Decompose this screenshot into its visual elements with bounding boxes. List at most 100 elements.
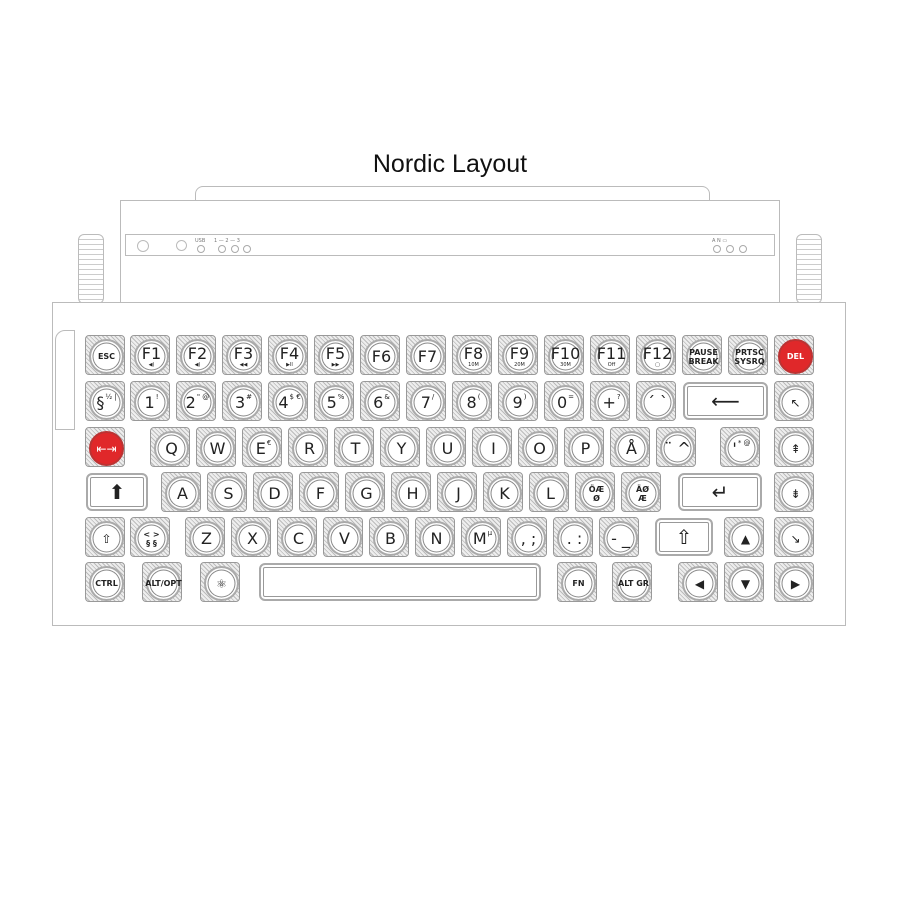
- key-h[interactable]: H: [391, 472, 431, 512]
- key-r4k10[interactable]: . :: [553, 517, 593, 557]
- key-r1k14[interactable]: ↖: [774, 381, 814, 421]
- key-5[interactable]: 5%: [314, 381, 354, 421]
- key-legend: F11: [597, 345, 627, 362]
- key-ctrl[interactable]: CTRL: [85, 562, 125, 602]
- key-f[interactable]: F: [299, 472, 339, 512]
- key-f4[interactable]: F4▶II: [268, 335, 308, 375]
- key-u[interactable]: U: [426, 427, 466, 467]
- key-r3k12[interactable]: ↵: [678, 473, 762, 511]
- key-b[interactable]: B: [369, 517, 409, 557]
- key-p[interactable]: P: [564, 427, 604, 467]
- key-4[interactable]: 4$ €: [268, 381, 308, 421]
- key-fn[interactable]: FN: [557, 562, 597, 602]
- key-r4k0[interactable]: ⇧: [85, 517, 125, 557]
- key-r5k7[interactable]: ▼: [724, 562, 764, 602]
- key-f6[interactable]: F6: [360, 335, 400, 375]
- key-r5k2[interactable]: ⚛: [200, 562, 240, 602]
- key-2[interactable]: 2" @: [176, 381, 216, 421]
- key-label: ↖: [790, 395, 801, 410]
- spacebar[interactable]: [259, 563, 541, 601]
- key-z[interactable]: Z: [185, 517, 225, 557]
- key-r4k11[interactable]: - _: [599, 517, 639, 557]
- key-i[interactable]: I: [472, 427, 512, 467]
- key-s[interactable]: S: [207, 472, 247, 512]
- key-del[interactable]: DEL: [774, 335, 814, 375]
- key-r1k12[interactable]: ´ `: [636, 381, 676, 421]
- key-c[interactable]: C: [277, 517, 317, 557]
- key-l[interactable]: L: [529, 472, 569, 512]
- key-r5k8[interactable]: ▶: [774, 562, 814, 602]
- key-6[interactable]: 6&: [360, 381, 400, 421]
- key-pause-break[interactable]: PAUSE BREAK: [682, 335, 722, 375]
- key-r1k13[interactable]: ⟵: [683, 382, 768, 420]
- scroll-led: [739, 245, 747, 253]
- key-9[interactable]: 9): [498, 381, 538, 421]
- key-r3k10[interactable]: ÖÆ Ø: [575, 472, 615, 512]
- key-8[interactable]: 8(: [452, 381, 492, 421]
- key-j[interactable]: J: [437, 472, 477, 512]
- key-r2k11[interactable]: Å: [610, 427, 650, 467]
- key-g[interactable]: G: [345, 472, 385, 512]
- key-f7[interactable]: F7: [406, 335, 446, 375]
- key-r3k13[interactable]: ⇟: [774, 472, 814, 512]
- key-f12[interactable]: F12▢: [636, 335, 676, 375]
- key-f3[interactable]: F3◀◀: [222, 335, 262, 375]
- return-lever[interactable]: [55, 330, 75, 430]
- key-v[interactable]: V: [323, 517, 363, 557]
- power-button[interactable]: [176, 240, 187, 251]
- key-e[interactable]: E€: [242, 427, 282, 467]
- key-r[interactable]: R: [288, 427, 328, 467]
- key-r2k13[interactable]: '* @: [720, 427, 760, 467]
- key-d[interactable]: D: [253, 472, 293, 512]
- key-k[interactable]: K: [483, 472, 523, 512]
- key-7[interactable]: 7/: [406, 381, 446, 421]
- left-roller-knob[interactable]: [78, 234, 104, 304]
- key-label: F5: [325, 343, 346, 363]
- key-esc[interactable]: ESC: [85, 335, 125, 375]
- key-prtsc-sysrq[interactable]: PRTSC SYSRQ: [728, 335, 768, 375]
- key-x[interactable]: X: [231, 517, 271, 557]
- key-f2[interactable]: F2◀): [176, 335, 216, 375]
- key-w[interactable]: W: [196, 427, 236, 467]
- key-legend: ´ `: [647, 394, 668, 411]
- key-r3k11[interactable]: ÄØ Æ: [621, 472, 661, 512]
- key-o[interactable]: O: [518, 427, 558, 467]
- key-r1k11[interactable]: +?: [590, 381, 630, 421]
- key-n[interactable]: N: [415, 517, 455, 557]
- key-r4k12[interactable]: ⇧: [655, 518, 713, 556]
- key-alt-gr[interactable]: ALT GR: [612, 562, 652, 602]
- key-r4k14[interactable]: ↘: [774, 517, 814, 557]
- key-r1k0[interactable]: §½ |: [85, 381, 125, 421]
- key-r5k6[interactable]: ◀: [678, 562, 718, 602]
- key-r2k12[interactable]: ¨ ^: [656, 427, 696, 467]
- key-r4k9[interactable]: , ;: [507, 517, 547, 557]
- key-t[interactable]: T: [334, 427, 374, 467]
- key-r4k1[interactable]: < > § §: [130, 517, 170, 557]
- key-legend: B: [385, 530, 396, 547]
- key-r2k14[interactable]: ⇞: [774, 427, 814, 467]
- key-r3k0[interactable]: ⬆: [86, 473, 148, 511]
- right-roller-knob[interactable]: [796, 234, 822, 304]
- key-a[interactable]: A: [161, 472, 201, 512]
- key-q[interactable]: Q: [150, 427, 190, 467]
- keycap: F6: [364, 339, 399, 374]
- key-f5[interactable]: F5▶▶: [314, 335, 354, 375]
- key-f1[interactable]: F1◀): [130, 335, 170, 375]
- key-y[interactable]: Y: [380, 427, 420, 467]
- keycap: ESC: [89, 339, 124, 374]
- key-alt-opt[interactable]: ALT/OPT: [142, 562, 182, 602]
- key-3[interactable]: 3#: [222, 381, 262, 421]
- key-label: ⚛: [216, 576, 227, 591]
- key-legend: I: [491, 440, 496, 457]
- key-label: < > § §: [143, 529, 160, 548]
- key-1[interactable]: 1!: [130, 381, 170, 421]
- key-0[interactable]: 0=: [544, 381, 584, 421]
- key-r2k0[interactable]: ⇤⇥: [85, 427, 125, 467]
- keycap: , ;: [511, 521, 546, 556]
- key-r4k13[interactable]: ▲: [724, 517, 764, 557]
